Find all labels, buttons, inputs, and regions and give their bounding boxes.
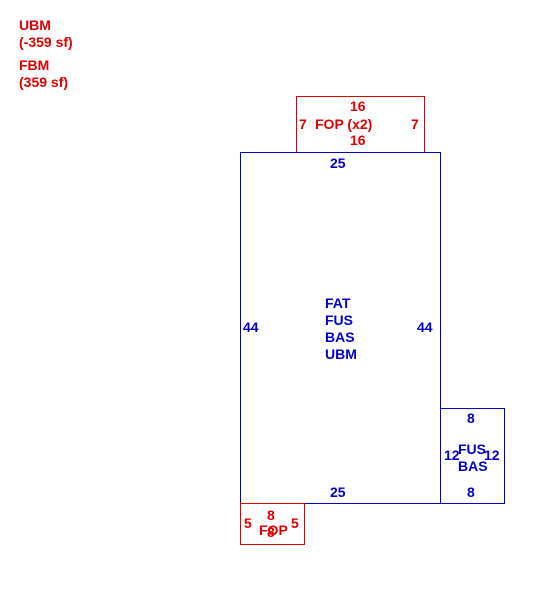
main-dim-right: 44 [417,319,433,335]
main-dim-bottom: 25 [330,484,346,500]
side-dim-bottom: 8 [467,484,475,500]
main-label-fus: FUS [325,312,353,328]
main-dim-left: 44 [243,319,259,335]
fop-top-dim-bottom: 16 [350,132,366,148]
side-label-bas: BAS [458,458,488,474]
fop-top-dim-top: 16 [350,98,366,114]
fop-top-dim-right: 7 [411,116,419,132]
side-label-fus: FUS [458,441,486,457]
legend-ubm-code: UBM [19,17,51,33]
main-label-bas: BAS [325,329,355,345]
legend-fbm: FBM (359 sf) [19,57,68,91]
legend-fbm-area: (359 sf) [19,74,69,90]
main-area-labels: FAT FUS BAS UBM [325,295,357,363]
fop-bottom-dim-right: 5 [291,515,299,531]
side-area-labels: FUS BAS [458,441,488,475]
main-label-ubm: UBM [325,346,357,362]
legend-ubm: UBM (-359 sf) [19,17,73,51]
fop-bottom-box [240,503,305,545]
fop-bottom-dim-top: 8 [267,507,275,523]
side-dim-right: 12 [484,447,500,463]
main-label-fat: FAT [325,295,351,311]
fop-bottom-dim-bottom: 8 [267,524,275,540]
side-dim-left: 12 [444,447,460,463]
legend-ubm-area: (-359 sf) [19,34,73,50]
fop-bottom-dim-left: 5 [244,515,252,531]
main-area-box [240,152,441,504]
fop-top-label: FOP (x2) [315,116,373,132]
legend-fbm-code: FBM [19,57,50,73]
fop-top-dim-left: 7 [299,116,307,132]
side-dim-top: 8 [467,410,475,426]
main-dim-top: 25 [330,155,346,171]
side-area-box [440,408,505,504]
fop-bottom-label: FOP [259,522,288,538]
